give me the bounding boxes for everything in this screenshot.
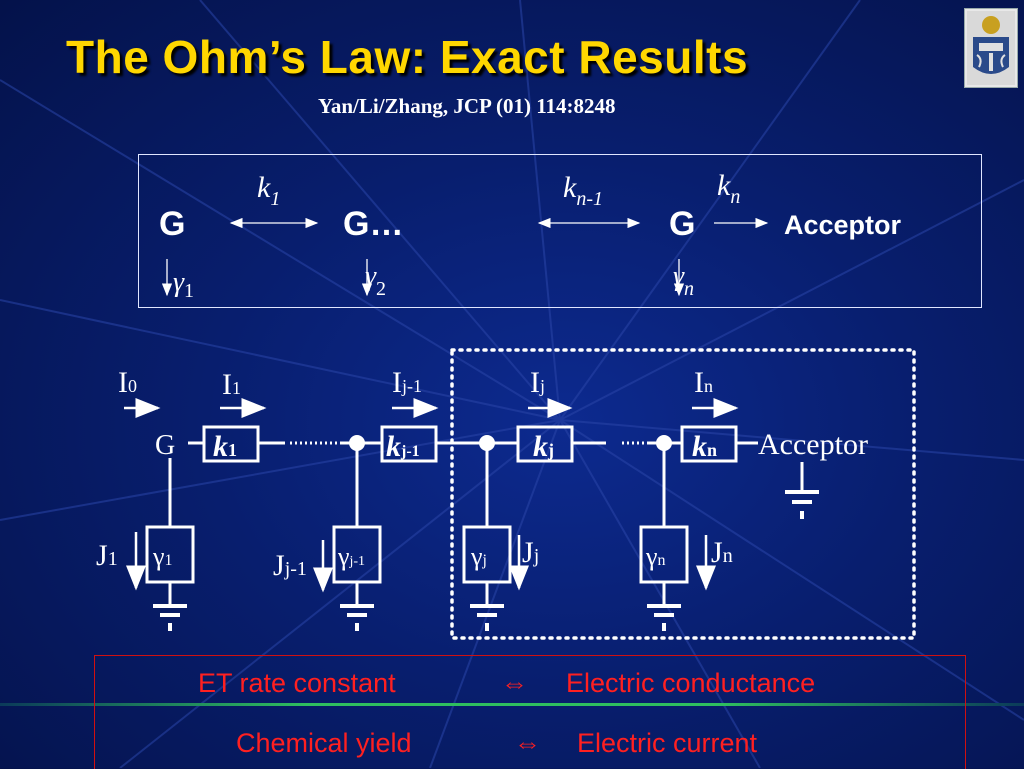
resistor-label: kj xyxy=(533,430,554,463)
slide-title: The Ohm’s Law: Exact Results xyxy=(66,31,749,83)
branch-current-label: J1 xyxy=(96,539,118,572)
citation: Yan/Li/Zhang, JCP (01) 114:8248 xyxy=(318,94,616,118)
resistor-label: kn xyxy=(692,430,717,463)
kinetic-scheme: G G… G Acceptor k1 kn-1 kn γ1 γ2 γn xyxy=(159,169,902,302)
kn-1-label: kn-1 xyxy=(563,171,603,210)
ground-symbol xyxy=(470,604,504,631)
resistor-gamma1 xyxy=(145,525,195,584)
junction-node xyxy=(479,435,495,451)
ground-symbol xyxy=(647,604,681,631)
resistor-gammaj xyxy=(462,525,512,584)
junction-node xyxy=(349,435,365,451)
university-seal-logo xyxy=(964,8,1018,88)
k1-label: k1 xyxy=(257,171,280,210)
analogy-conductance: Electric conductance xyxy=(566,668,816,698)
scheme-site-n: G xyxy=(669,205,695,243)
gamman-label: γn xyxy=(673,261,694,300)
analogy-box xyxy=(94,655,966,769)
current-label: I1 xyxy=(222,368,241,401)
circuit-acceptor-label: Acceptor xyxy=(758,428,868,461)
decorative-green-line xyxy=(0,703,1024,706)
resistor-kj xyxy=(516,425,574,463)
gamma1-label: γ1 xyxy=(173,267,194,302)
analogy-rate-constant: ET rate constant xyxy=(198,668,396,698)
branch-current-label: Jn xyxy=(711,536,733,569)
node-label-g: G xyxy=(155,430,175,461)
ground-symbol xyxy=(153,604,187,631)
branch-resistor-label: γj xyxy=(470,542,487,571)
kinetic-scheme-box: G G… G Acceptor k1 kn-1 kn γ1 γ2 γn xyxy=(138,154,982,308)
ground-symbol xyxy=(785,490,819,519)
equivalence-icon: ⇔ xyxy=(501,668,528,698)
resistor-label: kj-1 xyxy=(386,430,420,463)
resistor-gammaj-1 xyxy=(332,525,382,584)
scheme-site-1: G xyxy=(159,205,185,243)
junction-node xyxy=(656,435,672,451)
analogy-chemical-yield: Chemical yield xyxy=(236,728,412,758)
branch-resistor-label: γj-1 xyxy=(337,542,365,571)
resistor-kn xyxy=(680,425,738,463)
resistor-label: k1 xyxy=(213,430,237,463)
resistor-kj-1 xyxy=(380,425,438,463)
current-label: Ij-1 xyxy=(392,366,422,399)
resistor-gamman xyxy=(639,525,689,584)
branch-resistor-label: γ1 xyxy=(152,542,173,571)
ground-symbol xyxy=(340,604,374,631)
scheme-acceptor: Acceptor xyxy=(784,210,902,240)
dotted-highlight-box xyxy=(450,348,916,640)
current-label: Ij xyxy=(530,366,545,399)
resistor-k1 xyxy=(202,425,260,463)
equivalence-icon: ⇔ xyxy=(514,728,541,758)
kn-label: kn xyxy=(717,169,740,208)
branch-resistor-label: γn xyxy=(645,542,666,571)
branch-current-label: Jj xyxy=(522,536,539,569)
scheme-site-2: G… xyxy=(343,205,403,243)
current-label: In xyxy=(694,366,713,399)
current-label: I0 xyxy=(118,366,137,399)
gamma2-label: γ2 xyxy=(365,261,386,300)
analogy-electric-current: Electric current xyxy=(577,728,758,758)
branch-current-label: Jj-1 xyxy=(273,549,307,582)
